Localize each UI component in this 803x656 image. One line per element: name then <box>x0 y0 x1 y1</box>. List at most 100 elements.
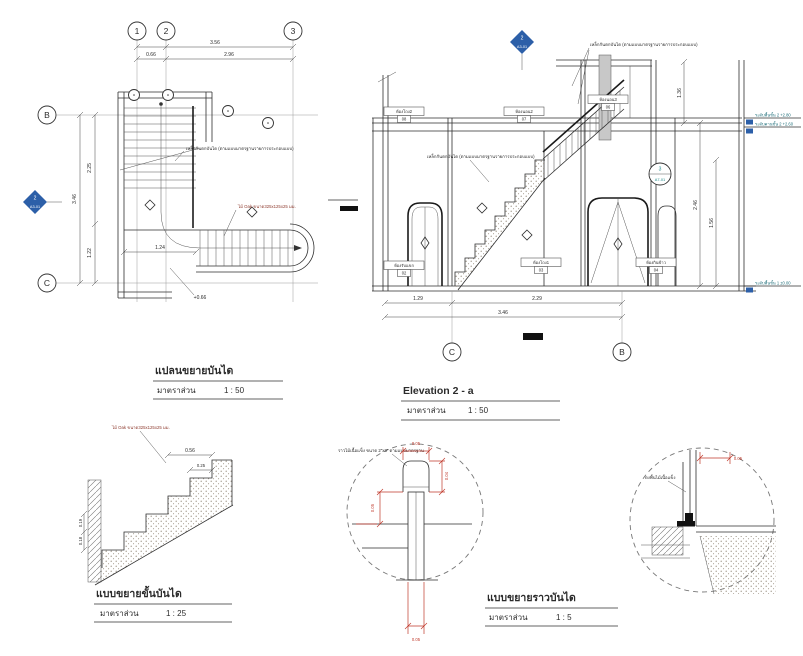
level-flag <box>746 119 753 125</box>
room-number: 08 <box>402 117 407 122</box>
level-flag <box>746 128 753 134</box>
dim-top-seg2: 2.96 <box>224 52 234 58</box>
plan-title: แปลนขยายบันได <box>155 364 234 377</box>
stair-section-hatch <box>455 160 545 290</box>
room-name: ห้องโถง1 <box>533 260 550 265</box>
room-tag: ห้องกินข้าว 04 <box>635 257 677 274</box>
grid-label-2: 2 <box>164 26 169 36</box>
level-marker: ระดับพื้นชั้น 1 ±0.00 <box>744 280 801 293</box>
step-detail-title: แบบขยายขั้นบันได <box>96 585 182 600</box>
rail-detail-scale-value: 1 : 5 <box>556 613 572 622</box>
dim-bottom: 1.24 <box>155 245 165 251</box>
elevation-railing-annotation-mid: เหล็กกันตกบันได (ตามแบบมาตรฐานรายการประก… <box>427 152 535 160</box>
room-tag: ห้องรับแขก 02 <box>383 260 425 277</box>
elevation-marker-sheet: A3-01 <box>517 45 527 49</box>
scale-bar <box>523 333 543 340</box>
room-tag: ห้องนอน2 07 <box>503 106 545 123</box>
corner-annotation: ตงพื้นไม้เนื้อแข็ง <box>645 473 675 480</box>
corner-wood-hatch <box>651 526 684 556</box>
rail-detail-scale-label: มาตราส่วน <box>489 613 528 622</box>
dim-right-mid: 2.46 <box>693 200 699 210</box>
plan-level-note: +0.66 <box>194 295 207 301</box>
joint-block <box>685 513 693 521</box>
room-number: 04 <box>654 268 659 273</box>
elevation-section-marker[interactable]: 2 A3-01 <box>510 30 534 70</box>
handrail-cap <box>402 460 430 492</box>
section-marker[interactable]: 2 A3-01 <box>23 190 62 214</box>
room-number: 06 <box>606 105 611 110</box>
elevation-railing-annotation-top: เหล็กกันตกบันได (ตามแบบมาตรฐานรายการประก… <box>590 40 698 48</box>
dim-step-tread: 0.25 <box>197 463 206 468</box>
grid-bubble-B-elev: B <box>612 342 632 362</box>
callout-sheet: A7-01 <box>655 177 665 182</box>
stair-direction-arrow <box>294 245 302 251</box>
room-number: 02 <box>402 271 407 276</box>
elevation-scale-label: มาตราส่วน <box>407 406 446 415</box>
dim-bottom-total: 3.46 <box>498 310 508 316</box>
step-concrete-hatch <box>95 460 233 585</box>
dim-bottom-seg1: 1.29 <box>413 296 423 302</box>
grid-bubble-C: C <box>37 273 57 293</box>
plan-scale-label: มาตราส่วน <box>157 386 196 395</box>
level-text: ระดับพื้นชั้น 2 +2.80 <box>755 112 791 118</box>
room-name: ห้องนอน3 <box>599 97 617 102</box>
room-tag: ห้องโถง1 03 <box>520 257 562 274</box>
step-detail-scale-label: มาตราส่วน <box>100 609 139 618</box>
room-number: 03 <box>539 268 544 273</box>
detail-boundary-circle <box>629 447 775 593</box>
dim-right-upper: 1.36 <box>677 88 683 98</box>
level-marker: ระดับพื้นชั้น 2 +2.80 <box>744 112 801 125</box>
section-marker-sheet: A3-01 <box>30 205 40 209</box>
section-cut-symbol <box>328 199 358 211</box>
dim-rail-left: 0.05 <box>370 503 375 512</box>
elevation-scale-value: 1 : 50 <box>468 406 489 415</box>
room-name: ห้องกินข้าว <box>646 260 666 265</box>
dim-left-seg1: 2.25 <box>87 163 93 173</box>
elevation-title: Elevation 2 - a <box>403 385 474 397</box>
door-elevation-right <box>587 197 649 286</box>
level-flag <box>746 287 753 293</box>
step-oak-annotation: ไม้ Oak ขนาด325x125x25 มม. <box>111 425 170 430</box>
room-name: ห้องโถง2 <box>396 109 413 114</box>
grid-label-1: 1 <box>135 26 140 36</box>
door-elevation-left <box>407 202 443 286</box>
dim-bottom-seg2: 2.29 <box>532 296 542 302</box>
grid-bubble-C-elev: C <box>442 342 462 362</box>
dim-left-seg2: 1.22 <box>87 248 93 258</box>
plan-scale-value: 1 : 50 <box>224 386 245 395</box>
plan-oak-annotation: ไม้ Oak ขนาด325x125x25 มม. <box>237 204 296 209</box>
stair-plan-view: 1 2 3 B C 3.56 0.66 2.96 2.25 1.22 3.46 … <box>23 21 318 400</box>
dim-rail-bottom: 0.05 <box>412 637 421 642</box>
level-text: ระดับคานชั้น 2 +2.60 <box>755 121 794 127</box>
grid-label-B: B <box>619 347 625 357</box>
step-detail-view: ไม้ Oak ขนาด325x125x25 มม. 0.56 0.25 0.1… <box>78 425 234 623</box>
room-name: ห้องนอน2 <box>515 109 533 114</box>
step-wall-hatch <box>87 479 102 583</box>
elevation-view: 2 A3-01 เหล็กกันตกบันได (ตามแบบมาตรฐานรา… <box>372 30 801 421</box>
grid-bubble-3: 3 <box>283 21 303 41</box>
grid-bubble-1: 1 <box>127 21 147 41</box>
dim-step-riser2: 0.18 <box>78 536 83 545</box>
corner-detail-view: 0.05 ตงพื้นไม้เนื้อแข็ง <box>629 447 776 595</box>
room-tag: ห้องโถง2 08 <box>383 106 425 123</box>
grid-label-3: 3 <box>291 26 296 36</box>
dim-total-top: 3.56 <box>210 40 220 46</box>
door-elevation-narrow <box>657 205 677 286</box>
detail-callout[interactable]: 3 A7-01 <box>648 162 672 186</box>
grid-label-C: C <box>44 278 50 288</box>
rail-detail-view: ราวไม้เนื้อแข็ง ขนาด 2"x3" ตามแบบมาตรฐาน… <box>338 441 618 642</box>
grid-bubble-B: B <box>37 105 57 125</box>
elevation-marker-number: 2 <box>521 36 524 42</box>
callout-number: 3 <box>659 167 662 173</box>
plan-tag-circles <box>128 89 274 218</box>
dim-rail-top: 0.05 <box>412 441 421 446</box>
room-tag: ห้องนอน3 06 <box>587 94 629 111</box>
grid-bubble-2: 2 <box>156 21 176 41</box>
dim-rail-right: 0.04 <box>444 471 449 480</box>
level-text: ระดับพื้นชั้น 1 ±0.00 <box>755 280 791 286</box>
grid-label-B: B <box>44 110 50 120</box>
rail-detail-title: แบบขยายราวบันได <box>487 591 576 604</box>
dim-step-top: 0.56 <box>185 448 195 454</box>
